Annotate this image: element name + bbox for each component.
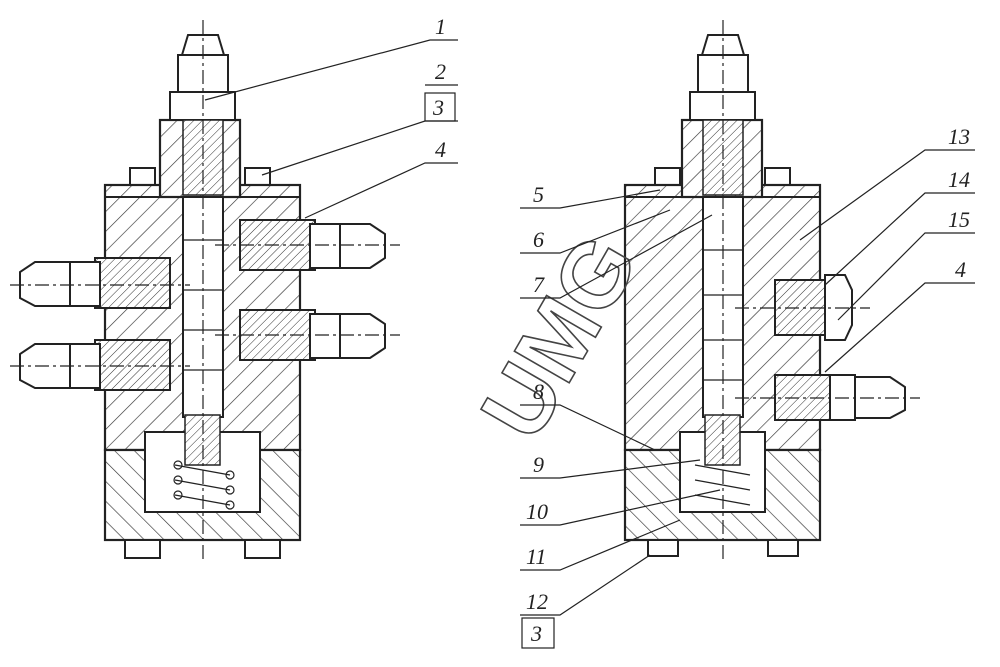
- callout-9: 9: [533, 452, 544, 477]
- callout-3-boxed-bottom: 3: [530, 621, 542, 646]
- callout-14: 14: [948, 167, 970, 192]
- left-section-view: [10, 20, 400, 560]
- callout-12: 12: [526, 589, 548, 614]
- callout-13: 13: [948, 124, 970, 149]
- callout-6: 6: [533, 227, 544, 252]
- callout-7: 7: [533, 272, 545, 297]
- callout-8: 8: [533, 379, 544, 404]
- callout-10: 10: [526, 499, 548, 524]
- callout-4-right: 4: [955, 257, 966, 282]
- callout-3-boxed: 3: [432, 95, 444, 120]
- callout-1: 1: [435, 14, 446, 39]
- callout-4: 4: [435, 137, 446, 162]
- right-view-right-callouts: 13 14 15 4: [799, 124, 975, 373]
- right-view-left-callouts: 5 6 7 8 9 10 11 12 3: [520, 182, 721, 649]
- callout-5: 5: [533, 182, 544, 207]
- left-callouts: 1 2 3 4: [204, 14, 458, 219]
- callout-2: 2: [435, 59, 446, 84]
- right-section-view: [623, 20, 920, 560]
- callout-11: 11: [526, 544, 546, 569]
- callout-15: 15: [948, 207, 970, 232]
